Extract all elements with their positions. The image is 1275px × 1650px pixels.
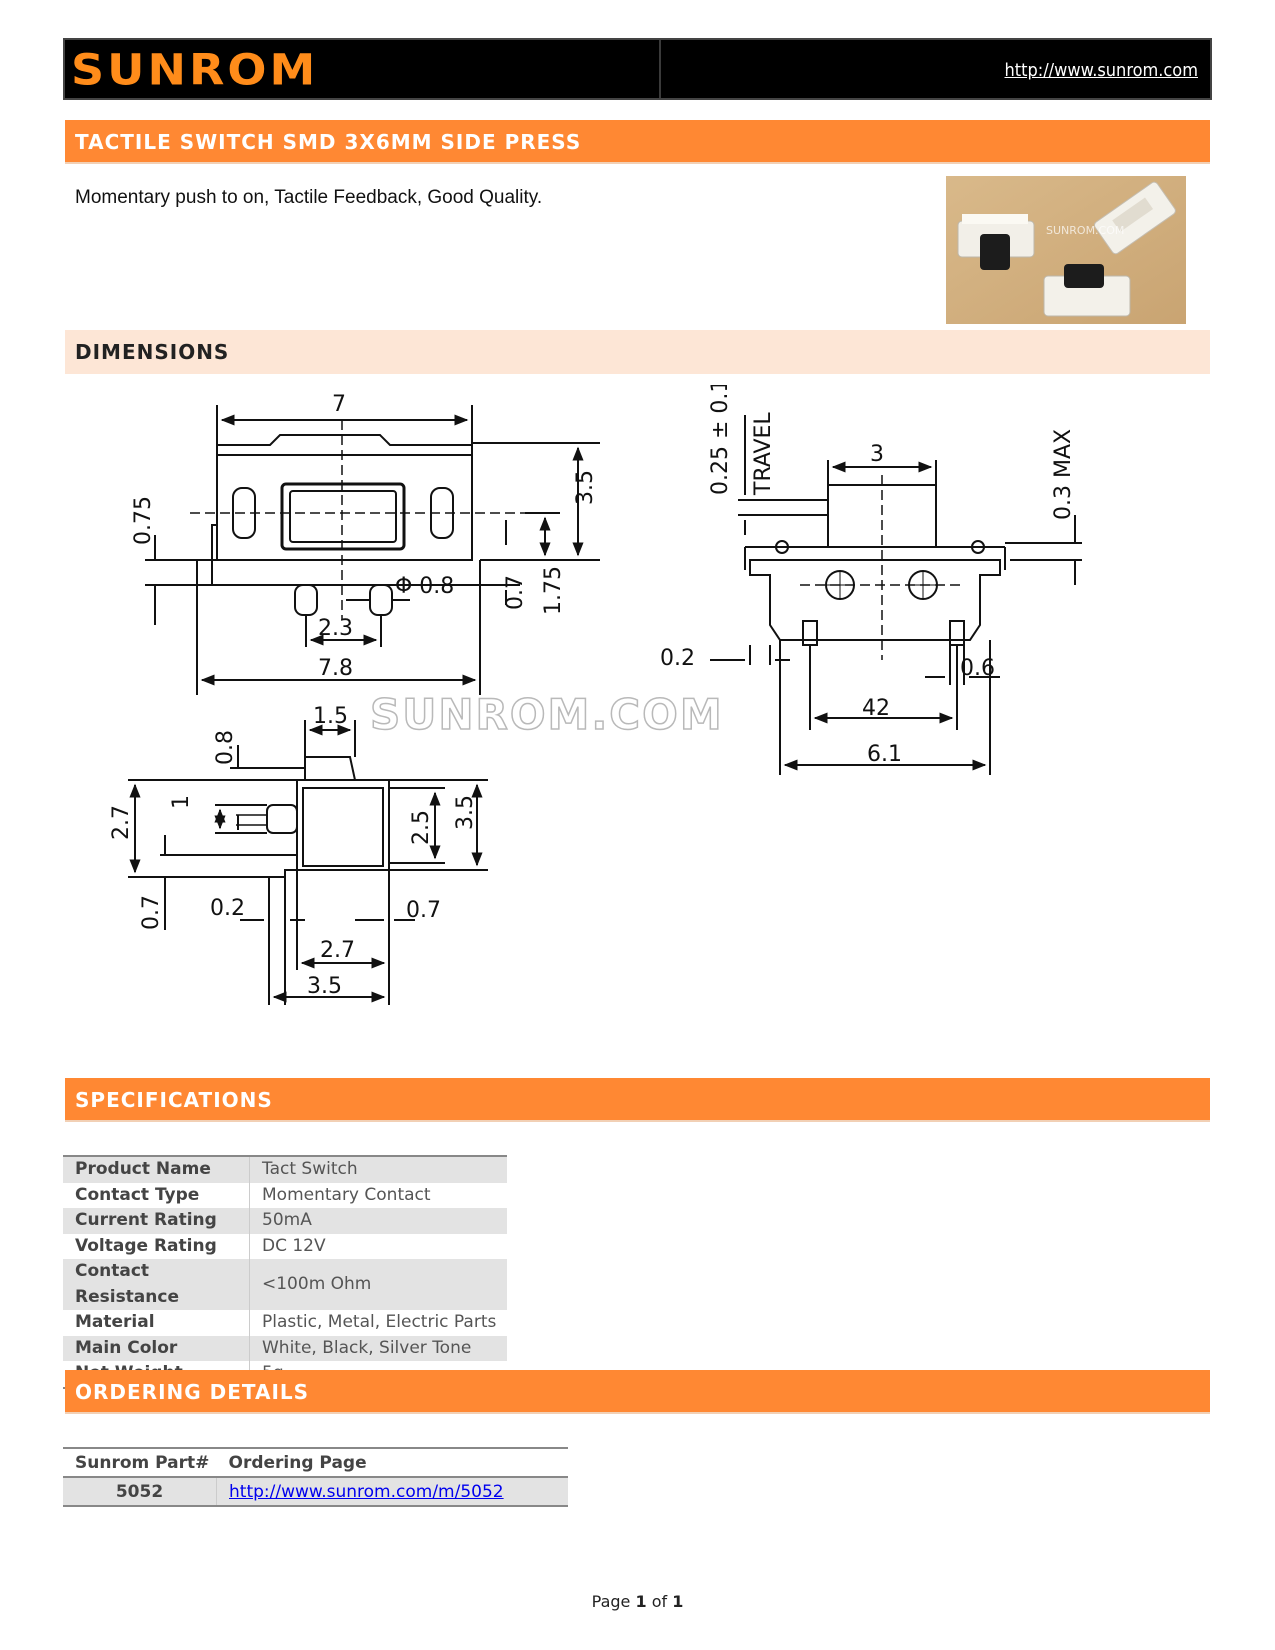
sunrom-logo: SUNROM [71,45,319,95]
dim-0-8: 0.8 [213,730,238,765]
ordering-bar: ORDERING DETAILS [65,1370,1210,1414]
specifications-heading: SPECIFICATIONS [75,1088,273,1112]
spec-key: Voltage Rating [63,1233,250,1259]
dim-0-75: 0.75 [131,496,156,545]
dimensions-heading: DIMENSIONS [75,340,230,364]
dim-3-5-bottom: 3.5 [307,974,342,999]
current-page: 1 [635,1592,647,1611]
spec-value: 50mA [249,1208,507,1234]
dim-phi-0-8: Φ 0.8 [395,574,454,599]
spec-value: Momentary Contact [249,1182,507,1208]
page-footer: Page 1 of 1 [0,1592,1275,1611]
dim-0-2-bottom: 0.2 [210,896,245,921]
total-pages: 1 [672,1592,684,1611]
dim-0-25-travel: 0.25 ± 0.1 [708,385,733,495]
product-title-bar: TACTILE SWITCH SMD 3X6MM SIDE PRESS [65,120,1210,164]
travel-label: TRAVEL [751,412,776,496]
front-view: 7 3.5 1.75 0.7 0.75 Φ 0.8 2.3 7.8 [131,392,600,695]
dim-3: 3 [870,442,884,467]
dim-7-8: 7.8 [318,656,353,681]
ordering-page-link[interactable]: http://www.sunrom.com/m/5052 [229,1481,504,1502]
page-word: Page [591,1592,631,1611]
switch-photo-left [957,214,1035,270]
drawing-watermark: SUNROM.COM [370,690,724,739]
spec-key: Current Rating [63,1208,250,1234]
switch-photo-right [1093,181,1176,255]
of-word: of [651,1592,668,1611]
dim-3-5-right: 3.5 [573,470,598,505]
dim-7: 7 [332,392,346,417]
spec-key: Product Name [63,1156,250,1183]
dim-0-2-right: 0.2 [660,646,695,671]
column-header-page: Ordering Page [216,1447,568,1478]
dim-0-7-left: 0.7 [139,895,164,930]
product-description: Momentary push to on, Tactile Feedback, … [75,187,543,208]
dim-1-75: 1.75 [541,566,566,615]
spec-value: <100m Ohm [249,1259,507,1310]
product-photo: SUNROM.COM [946,176,1186,324]
column-header-part: Sunrom Part# [63,1447,217,1478]
spec-key: Contact Type [63,1182,250,1208]
spec-value: Plastic, Metal, Electric Parts [249,1310,507,1336]
spec-key: Material [63,1310,250,1336]
spec-key: Contact Resistance [63,1259,250,1310]
site-url-link[interactable]: http://www.sunrom.com [1004,60,1198,81]
ordering-url-cell: http://www.sunrom.com/m/5052 [216,1477,568,1507]
photo-watermark: SUNROM.COM [1046,224,1124,237]
ordering-table: Sunrom Part# Ordering Page 5052 http://w… [63,1447,568,1507]
dim-6-1: 6.1 [867,742,902,767]
spec-value: White, Black, Silver Tone [249,1335,507,1361]
dim-42: 42 [862,696,890,721]
dimension-drawing: 7 3.5 1.75 0.7 0.75 Φ 0.8 2.3 7.8 [109,385,1082,1005]
spec-value: DC 12V [249,1233,507,1259]
side-view: 1.5 3.5 2.5 0.8 1 2.7 0.7 0.2 0.7 2.7 [109,704,488,1005]
product-title: TACTILE SWITCH SMD 3X6MM SIDE PRESS [75,130,582,154]
switch-photo-center [1043,264,1131,317]
dimensions-bar: DIMENSIONS [65,330,1210,374]
specifications-bar: SPECIFICATIONS [65,1078,1210,1122]
dim-2-5: 2.5 [409,810,434,845]
ordering-heading: ORDERING DETAILS [75,1380,310,1404]
dim-1-5: 1.5 [313,704,348,729]
table-row: 5052 http://www.sunrom.com/m/5052 [63,1477,568,1507]
table-header-row: Sunrom Part# Ordering Page [63,1447,568,1478]
top-view: 3 0.25 ± 0.1 TRAVEL 0.3 MAX 0.2 0.6 42 6… [660,385,1082,775]
dim-0-3-max: 0.3 MAX [1051,429,1076,520]
spec-key: Main Color [63,1335,250,1361]
dim-0-7-bottom: 0.7 [406,898,441,923]
part-number: 5052 [63,1477,217,1507]
dim-1: 1 [169,795,194,809]
dim-3-5-side: 3.5 [453,795,478,830]
page-header: SUNROM http://www.sunrom.com [63,38,1212,100]
dim-2-3: 2.3 [318,616,353,641]
dim-0-7-front: 0.7 [503,575,528,610]
table-row: Contact Resistance<100m Ohm [63,1259,507,1310]
spec-value: Tact Switch [249,1156,507,1183]
header-divider [659,40,661,98]
dim-2-7-bottom: 2.7 [320,938,355,963]
dim-2-7-left: 2.7 [109,805,134,840]
